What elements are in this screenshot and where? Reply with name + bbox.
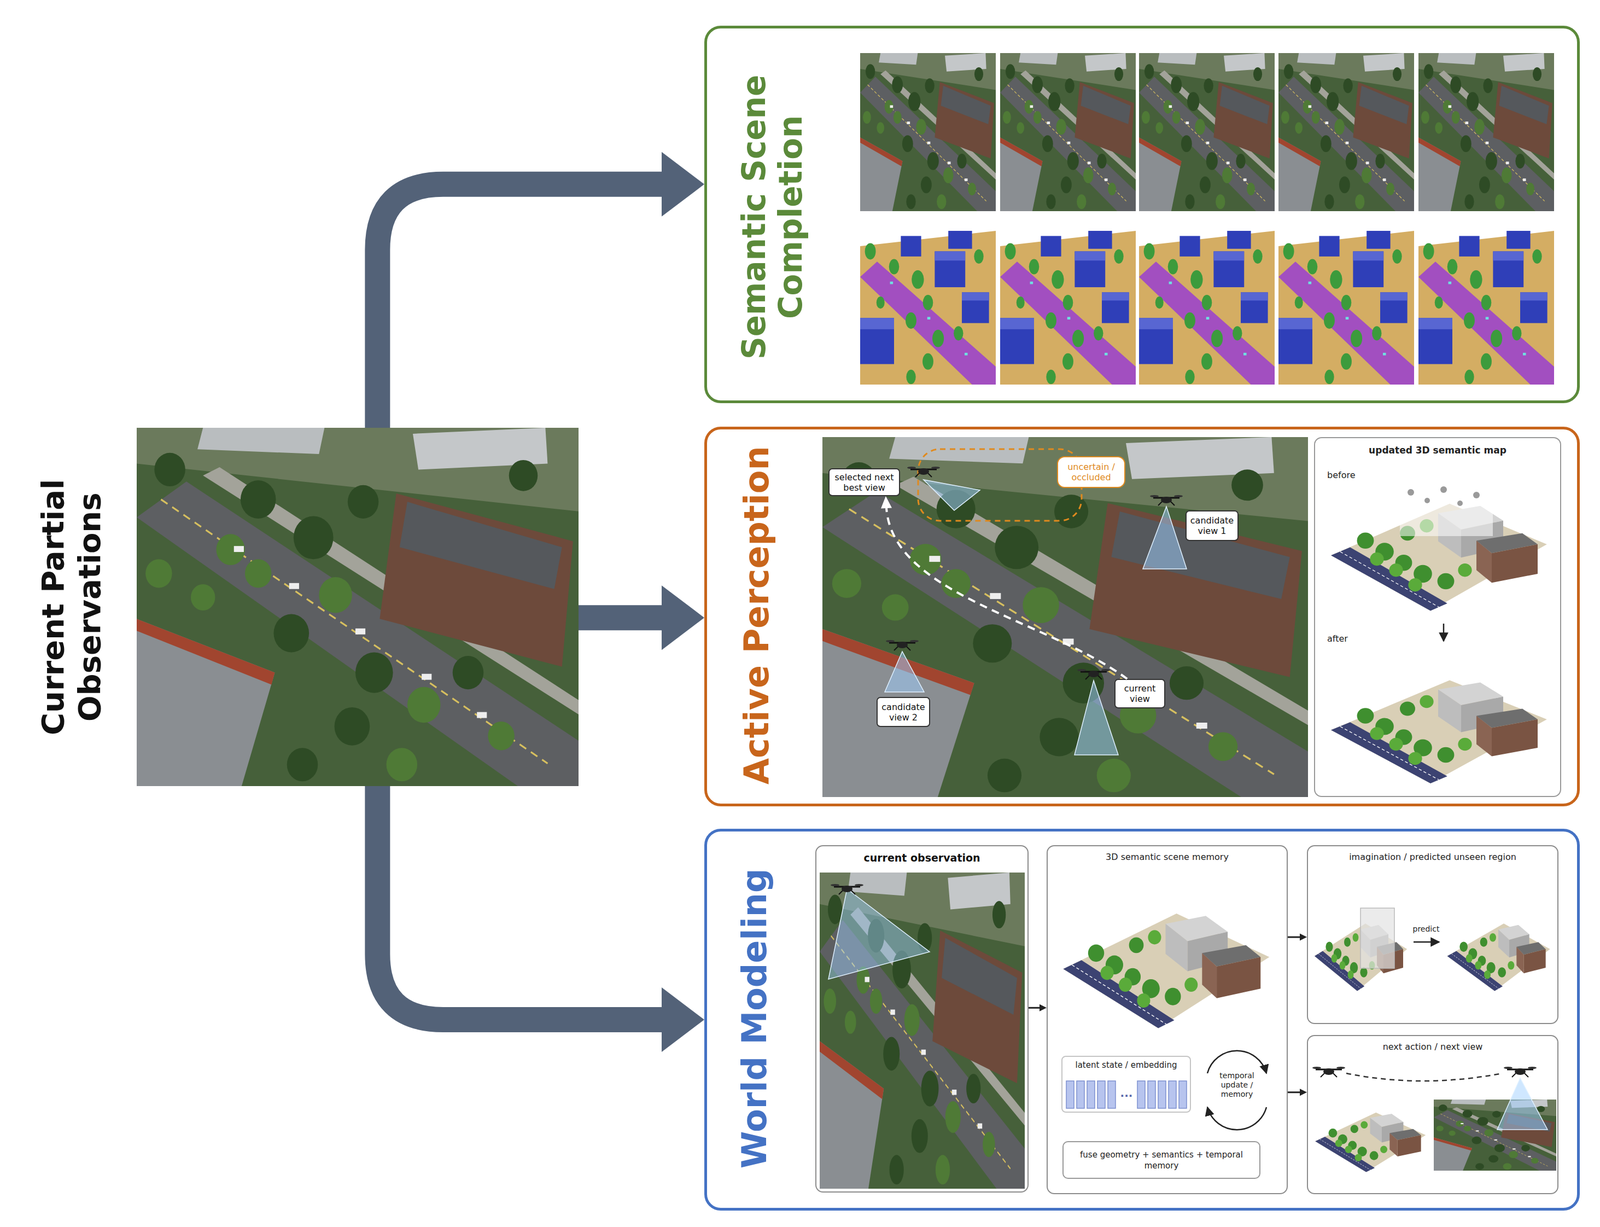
rgb-frames bbox=[860, 53, 1555, 212]
node-title: World Modeling bbox=[734, 865, 776, 1172]
node-text: after bbox=[1327, 633, 1348, 644]
node-title: current view bbox=[1115, 679, 1165, 708]
callout-box: selected next best view bbox=[828, 468, 901, 496]
map-panel: updated 3D semantic map before after bbox=[1314, 436, 1562, 797]
node-title: selected next best view bbox=[829, 469, 899, 495]
callout-box: candidate view 2 bbox=[876, 696, 931, 727]
connector bbox=[880, 495, 1127, 679]
arrow-head bbox=[661, 152, 705, 217]
connector bbox=[1028, 1003, 1047, 1012]
callout-box: current view bbox=[1114, 678, 1166, 709]
node-title: Current Partial Observations bbox=[34, 427, 108, 786]
node-title: 3D semantic scene memory bbox=[1047, 851, 1287, 862]
annotation-label: temporal update / memory bbox=[1211, 1070, 1263, 1099]
sub-panel: 3D semantic scene memory latent state / e… bbox=[1046, 844, 1288, 1194]
callout-box: candidate view 1 bbox=[1185, 510, 1239, 541]
semantic-frames bbox=[860, 230, 1555, 385]
node-title: next action / next view bbox=[1307, 1041, 1558, 1052]
node-title: uncertain / occluded bbox=[1058, 457, 1125, 487]
sub-panel: imagination / predicted unseen region bbox=[1306, 844, 1559, 1024]
callout-box: uncertain / occluded bbox=[1057, 456, 1126, 488]
connector-line bbox=[886, 506, 1127, 679]
connector-line bbox=[578, 604, 667, 630]
active-scene bbox=[822, 436, 1308, 797]
embedding-box: latent state / embedding bbox=[1061, 1055, 1191, 1113]
connector-line bbox=[1287, 936, 1301, 938]
connector bbox=[1287, 933, 1307, 941]
node-title: Active Perception bbox=[736, 444, 779, 786]
arrow-head bbox=[1299, 933, 1307, 941]
connector-line bbox=[377, 785, 666, 1020]
semantic-map-before-after bbox=[1330, 475, 1547, 784]
connector bbox=[1287, 1088, 1307, 1096]
arrow-head bbox=[1299, 1088, 1307, 1096]
connector bbox=[578, 585, 705, 650]
connector-line bbox=[377, 184, 666, 428]
sub-panel: next action / next view bbox=[1306, 1034, 1559, 1194]
node-title: imagination / predicted unseen region bbox=[1307, 851, 1558, 862]
world-model-art bbox=[819, 872, 1557, 1189]
node-title: updated 3D semantic map bbox=[1315, 444, 1561, 456]
connector bbox=[377, 785, 705, 1052]
photo-frame: Current Partial Observations bbox=[136, 427, 579, 786]
node-text: before bbox=[1327, 469, 1356, 481]
arrow-head bbox=[880, 495, 892, 509]
node-title: latent state / embedding bbox=[1062, 1059, 1190, 1070]
panel-box: Active Perception selected next best view… bbox=[704, 426, 1580, 807]
sub-panel: current observation bbox=[815, 844, 1029, 1193]
connector-line bbox=[1287, 1090, 1301, 1093]
panel-box: World Modeling current observation 3D sema… bbox=[704, 828, 1580, 1211]
annotation-label: predict bbox=[1408, 924, 1445, 933]
node-title: fuse geometry + semantics + temporal mem… bbox=[1063, 1141, 1260, 1178]
arrow-head bbox=[1039, 1003, 1047, 1012]
node-title: candidate view 2 bbox=[877, 697, 930, 726]
arrow-head bbox=[661, 585, 705, 650]
arrow-head bbox=[661, 987, 705, 1052]
fusion-box: fuse geometry + semantics + temporal mem… bbox=[1062, 1140, 1261, 1179]
connector-line bbox=[1028, 1006, 1041, 1009]
node-title: Semantic Scene Completion bbox=[736, 53, 810, 382]
panel-box: Semantic Scene Completion bbox=[704, 25, 1580, 404]
annotation-label: ... bbox=[1115, 1085, 1138, 1100]
connector bbox=[377, 152, 705, 428]
node-title: current observation bbox=[816, 851, 1028, 864]
node-title: candidate view 1 bbox=[1186, 511, 1238, 540]
